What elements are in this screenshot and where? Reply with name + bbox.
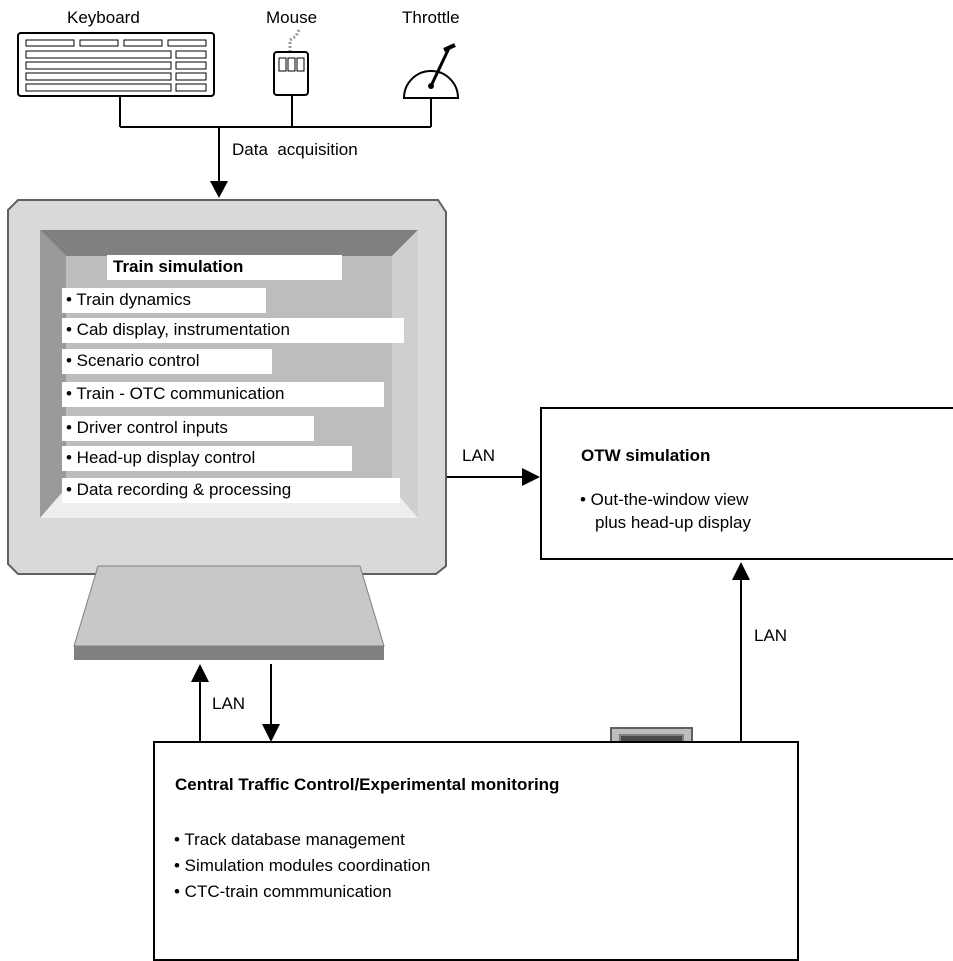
data-acquisition-arrowhead — [210, 181, 228, 198]
keyboard-label: Keyboard — [67, 8, 140, 27]
train-item-scenario-control: • Scenario control — [62, 349, 272, 374]
throttle-icon — [402, 43, 460, 99]
keyboard-icon — [17, 32, 215, 97]
data-acquisition-label: Data acquisition — [232, 140, 358, 159]
train-item-dynamics: • Train dynamics — [62, 288, 266, 313]
ctc-box: Central Traffic Control/Experimental mon… — [153, 741, 799, 961]
ctc-item-train-communication: • CTC-train commmunication — [174, 882, 392, 901]
lan-ctc-train-arrows — [191, 664, 280, 742]
train-item-data-recording: • Data recording & processing — [62, 478, 400, 503]
train-item-cab-display: • Cab display, instrumentation — [62, 318, 404, 343]
mouse-icon — [273, 27, 309, 96]
train-item-head-up-control: • Head-up display control — [62, 446, 352, 471]
otw-simulation-line2: plus head-up display — [595, 513, 751, 532]
lan-label-train-otw: LAN — [462, 446, 496, 465]
train-simulation-title: Train simulation — [107, 255, 342, 280]
ctc-item-track-database: • Track database management — [174, 830, 405, 849]
otw-simulation-line1: • Out-the-window view — [580, 490, 749, 509]
ctc-title: Central Traffic Control/Experimental mon… — [175, 775, 560, 794]
otw-simulation-title: OTW simulation — [581, 446, 711, 465]
input-connection-lines — [119, 95, 432, 183]
throttle-label: Throttle — [402, 8, 460, 27]
mouse-label: Mouse — [266, 8, 318, 27]
lan-ctc-to-otw-arrow — [732, 562, 750, 742]
otw-simulation-box: OTW simulation • Out-the-window view plu… — [540, 407, 953, 560]
lan-label-ctc-train: LAN — [212, 694, 246, 713]
lan-label-ctc-otw: LAN — [754, 626, 788, 645]
lan-train-to-otw-arrow — [447, 468, 540, 486]
train-item-otc-communication: • Train - OTC communication — [62, 382, 384, 407]
train-item-driver-inputs: • Driver control inputs — [62, 416, 314, 441]
ctc-item-modules-coordination: • Simulation modules coordination — [174, 856, 431, 875]
